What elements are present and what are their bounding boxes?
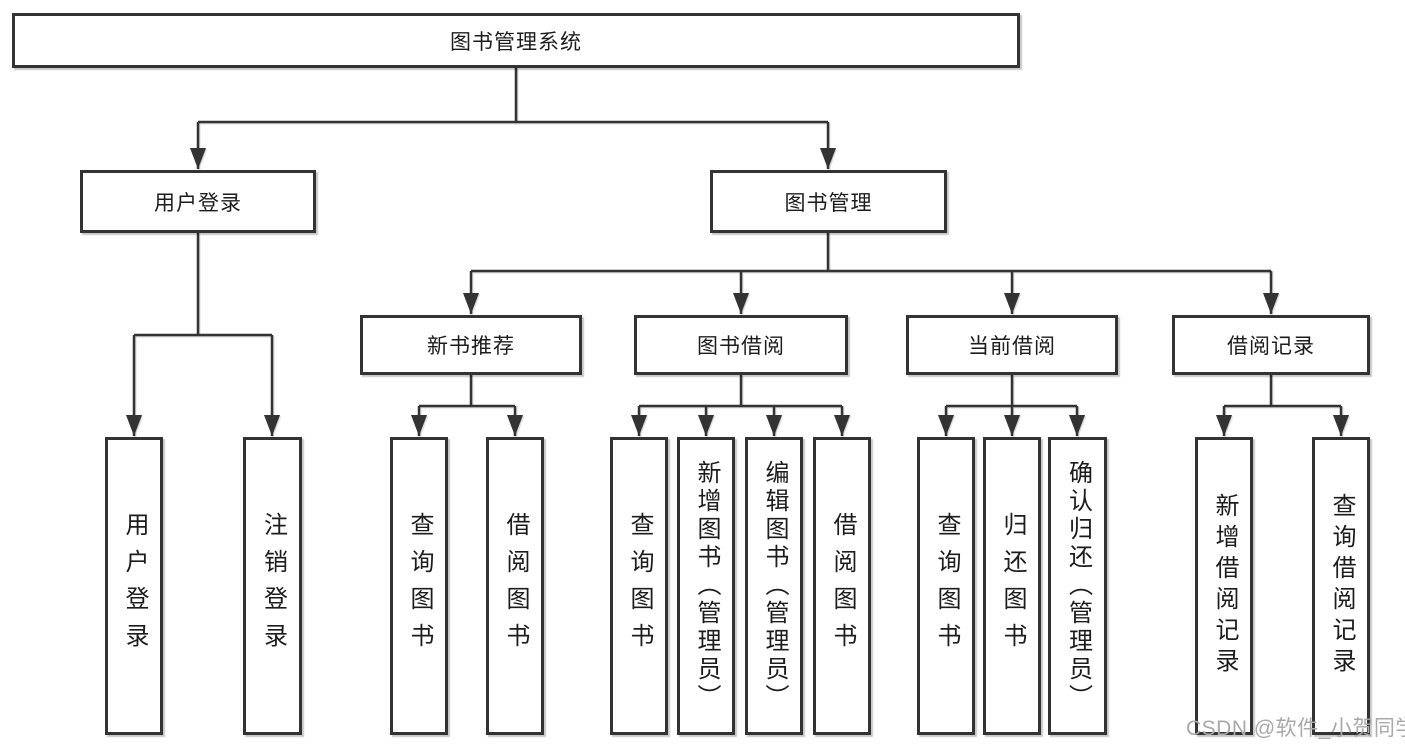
- leaf-add-book-admin-label: 新增图书（管理员）: [693, 460, 720, 712]
- node-book-borrowing-label: 图书借阅: [697, 335, 785, 358]
- node-new-book-recommend: 新书推荐: [360, 315, 582, 375]
- node-borrowing-records-label: 借阅记录: [1227, 335, 1315, 358]
- connector-new-book-branch: [419, 375, 515, 408]
- connector-book-borrow-branch: [639, 375, 842, 408]
- leaf-return-book-label: 归还图书: [999, 512, 1026, 660]
- node-current-borrowing: 当前借阅: [906, 315, 1118, 375]
- leaf-borrow-books-borrowing: 借阅图书: [813, 437, 871, 735]
- leaf-add-book-admin: 新增图书（管理员）: [677, 437, 735, 735]
- node-book-management: 图书管理: [710, 170, 947, 233]
- node-new-book-recommend-label: 新书推荐: [427, 335, 515, 358]
- connector-user-login-branch: [134, 233, 272, 337]
- leaf-return-book: 归还图书: [983, 437, 1041, 735]
- leaf-edit-book-admin: 编辑图书（管理员）: [745, 437, 803, 735]
- leaf-confirm-return-admin-label: 确认归还（管理员）: [1064, 460, 1092, 712]
- leaf-add-borrow-record-label: 新增借阅记录: [1211, 493, 1238, 679]
- leaf-edit-book-admin-label: 编辑图书（管理员）: [761, 460, 788, 712]
- node-book-management-label: 图书管理: [784, 191, 873, 215]
- leaf-query-books-borrowing-label: 查询图书: [626, 512, 653, 660]
- leaf-query-borrow-record: 查询借阅记录: [1312, 437, 1370, 735]
- leaf-user-login-label: 用户登录: [121, 512, 148, 660]
- node-user-login-label: 用户登录: [154, 191, 242, 215]
- leaf-user-login: 用户登录: [105, 437, 163, 735]
- node-user-login: 用户登录: [80, 170, 316, 233]
- csdn-watermark: CSDN @软件_小贺同学: [1186, 717, 1405, 740]
- node-borrowing-records: 借阅记录: [1172, 315, 1370, 375]
- leaf-logout-login-label: 注销登录: [259, 512, 287, 660]
- leaf-add-borrow-record: 新增借阅记录: [1195, 437, 1253, 735]
- leaf-query-books-recommend-label: 查询图书: [406, 512, 433, 660]
- node-root-system-label: 图书管理系统: [450, 30, 582, 54]
- node-book-borrowing: 图书借阅: [634, 315, 848, 375]
- leaf-query-books-current-label: 查询图书: [933, 512, 960, 660]
- leaf-query-books-recommend: 查询图书: [390, 437, 448, 735]
- node-root-system: 图书管理系统: [12, 13, 1020, 68]
- leaf-logout-login: 注销登录: [243, 437, 302, 735]
- leaf-borrow-books-borrowing-label: 借阅图书: [829, 512, 856, 660]
- connector-current-borrow-branch: [946, 375, 1077, 408]
- leaf-query-borrow-record-label: 查询借阅记录: [1328, 493, 1355, 679]
- leaf-query-books-borrowing: 查询图书: [610, 437, 668, 735]
- leaf-borrow-books-recommend: 借阅图书: [486, 437, 544, 735]
- leaf-query-books-current: 查询图书: [917, 437, 975, 735]
- connector-book-mgmt-branch: [471, 233, 1271, 273]
- leaf-confirm-return-admin: 确认归还（管理员）: [1048, 437, 1107, 735]
- node-current-borrowing-label: 当前借阅: [968, 335, 1056, 358]
- connector-root-branch: [198, 68, 828, 124]
- connector-borrow-record-branch: [1224, 375, 1341, 408]
- leaf-borrow-books-recommend-label: 借阅图书: [502, 512, 529, 660]
